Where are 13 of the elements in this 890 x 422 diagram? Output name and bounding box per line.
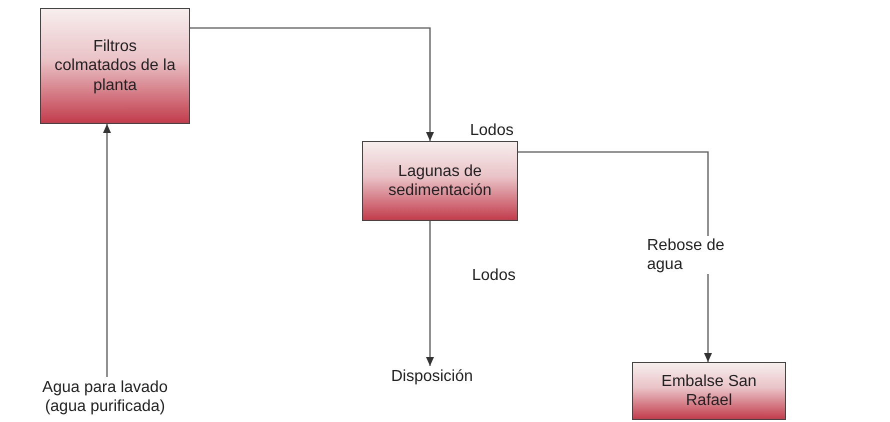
edge-label: Rebose de agua	[647, 236, 727, 274]
arrow	[518, 151, 712, 362]
arrow	[103, 124, 111, 377]
box-label: Filtros colmatados de la planta	[54, 37, 176, 95]
box-label: Embalse San Rafael	[660, 372, 758, 410]
process-box	[362, 141, 518, 221]
node-label: Agua para lavado (agua purificada)	[41, 378, 169, 416]
box-label: Lagunas de sedimentación	[387, 162, 493, 200]
arrow	[190, 27, 434, 141]
process-box	[632, 362, 786, 420]
arrow	[426, 221, 434, 366]
process-box	[40, 8, 190, 124]
node-label: Disposición	[391, 367, 473, 387]
